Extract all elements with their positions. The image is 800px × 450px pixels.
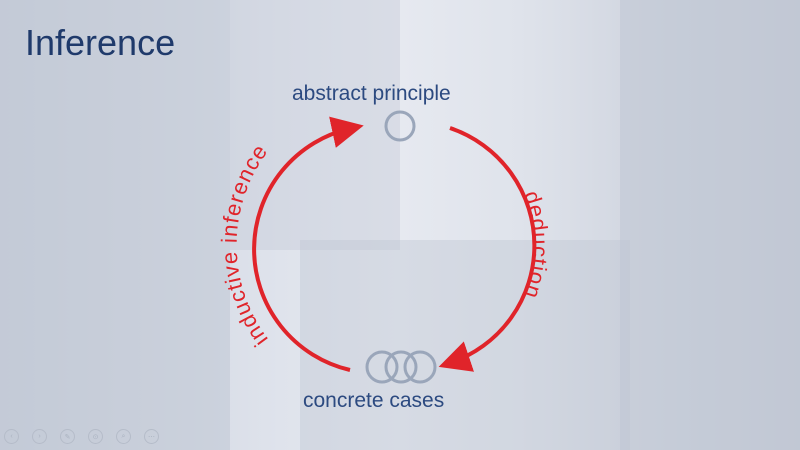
svg-text:deduction: deduction: [519, 188, 553, 303]
concrete-cases-label: concrete cases: [303, 389, 445, 412]
menu-icon[interactable]: ⋯: [144, 429, 159, 444]
concrete-case-circle-2: [384, 350, 418, 384]
deduction-arrow: [438, 126, 537, 372]
deduction-label: deduction: [519, 188, 552, 303]
abstract-principle-label: abstract principle: [292, 82, 451, 105]
abstract-principle-circle: [384, 110, 416, 142]
zoom-icon[interactable]: ⌕: [116, 429, 131, 444]
inductive-inference-label: inductive inference: [217, 139, 272, 351]
concrete-case-circle-3: [403, 350, 437, 384]
next-slide-button[interactable]: ›: [32, 429, 47, 444]
previous-slide-button[interactable]: ‹: [4, 429, 19, 444]
background-building-left: [0, 0, 230, 450]
svg-text:inductive inference: inductive inference: [217, 139, 273, 351]
pointer-icon[interactable]: ⊙: [88, 429, 103, 444]
pen-icon[interactable]: ✎: [60, 429, 75, 444]
slideshow-controls: ‹ › ✎ ⊙ ⌕ ⋯: [4, 429, 159, 444]
concrete-case-circle-1: [365, 350, 399, 384]
background-building-right: [620, 0, 800, 450]
slide-title: Inference: [25, 22, 176, 63]
background-building-mid: [230, 0, 400, 250]
induction-arrow: [252, 116, 364, 372]
